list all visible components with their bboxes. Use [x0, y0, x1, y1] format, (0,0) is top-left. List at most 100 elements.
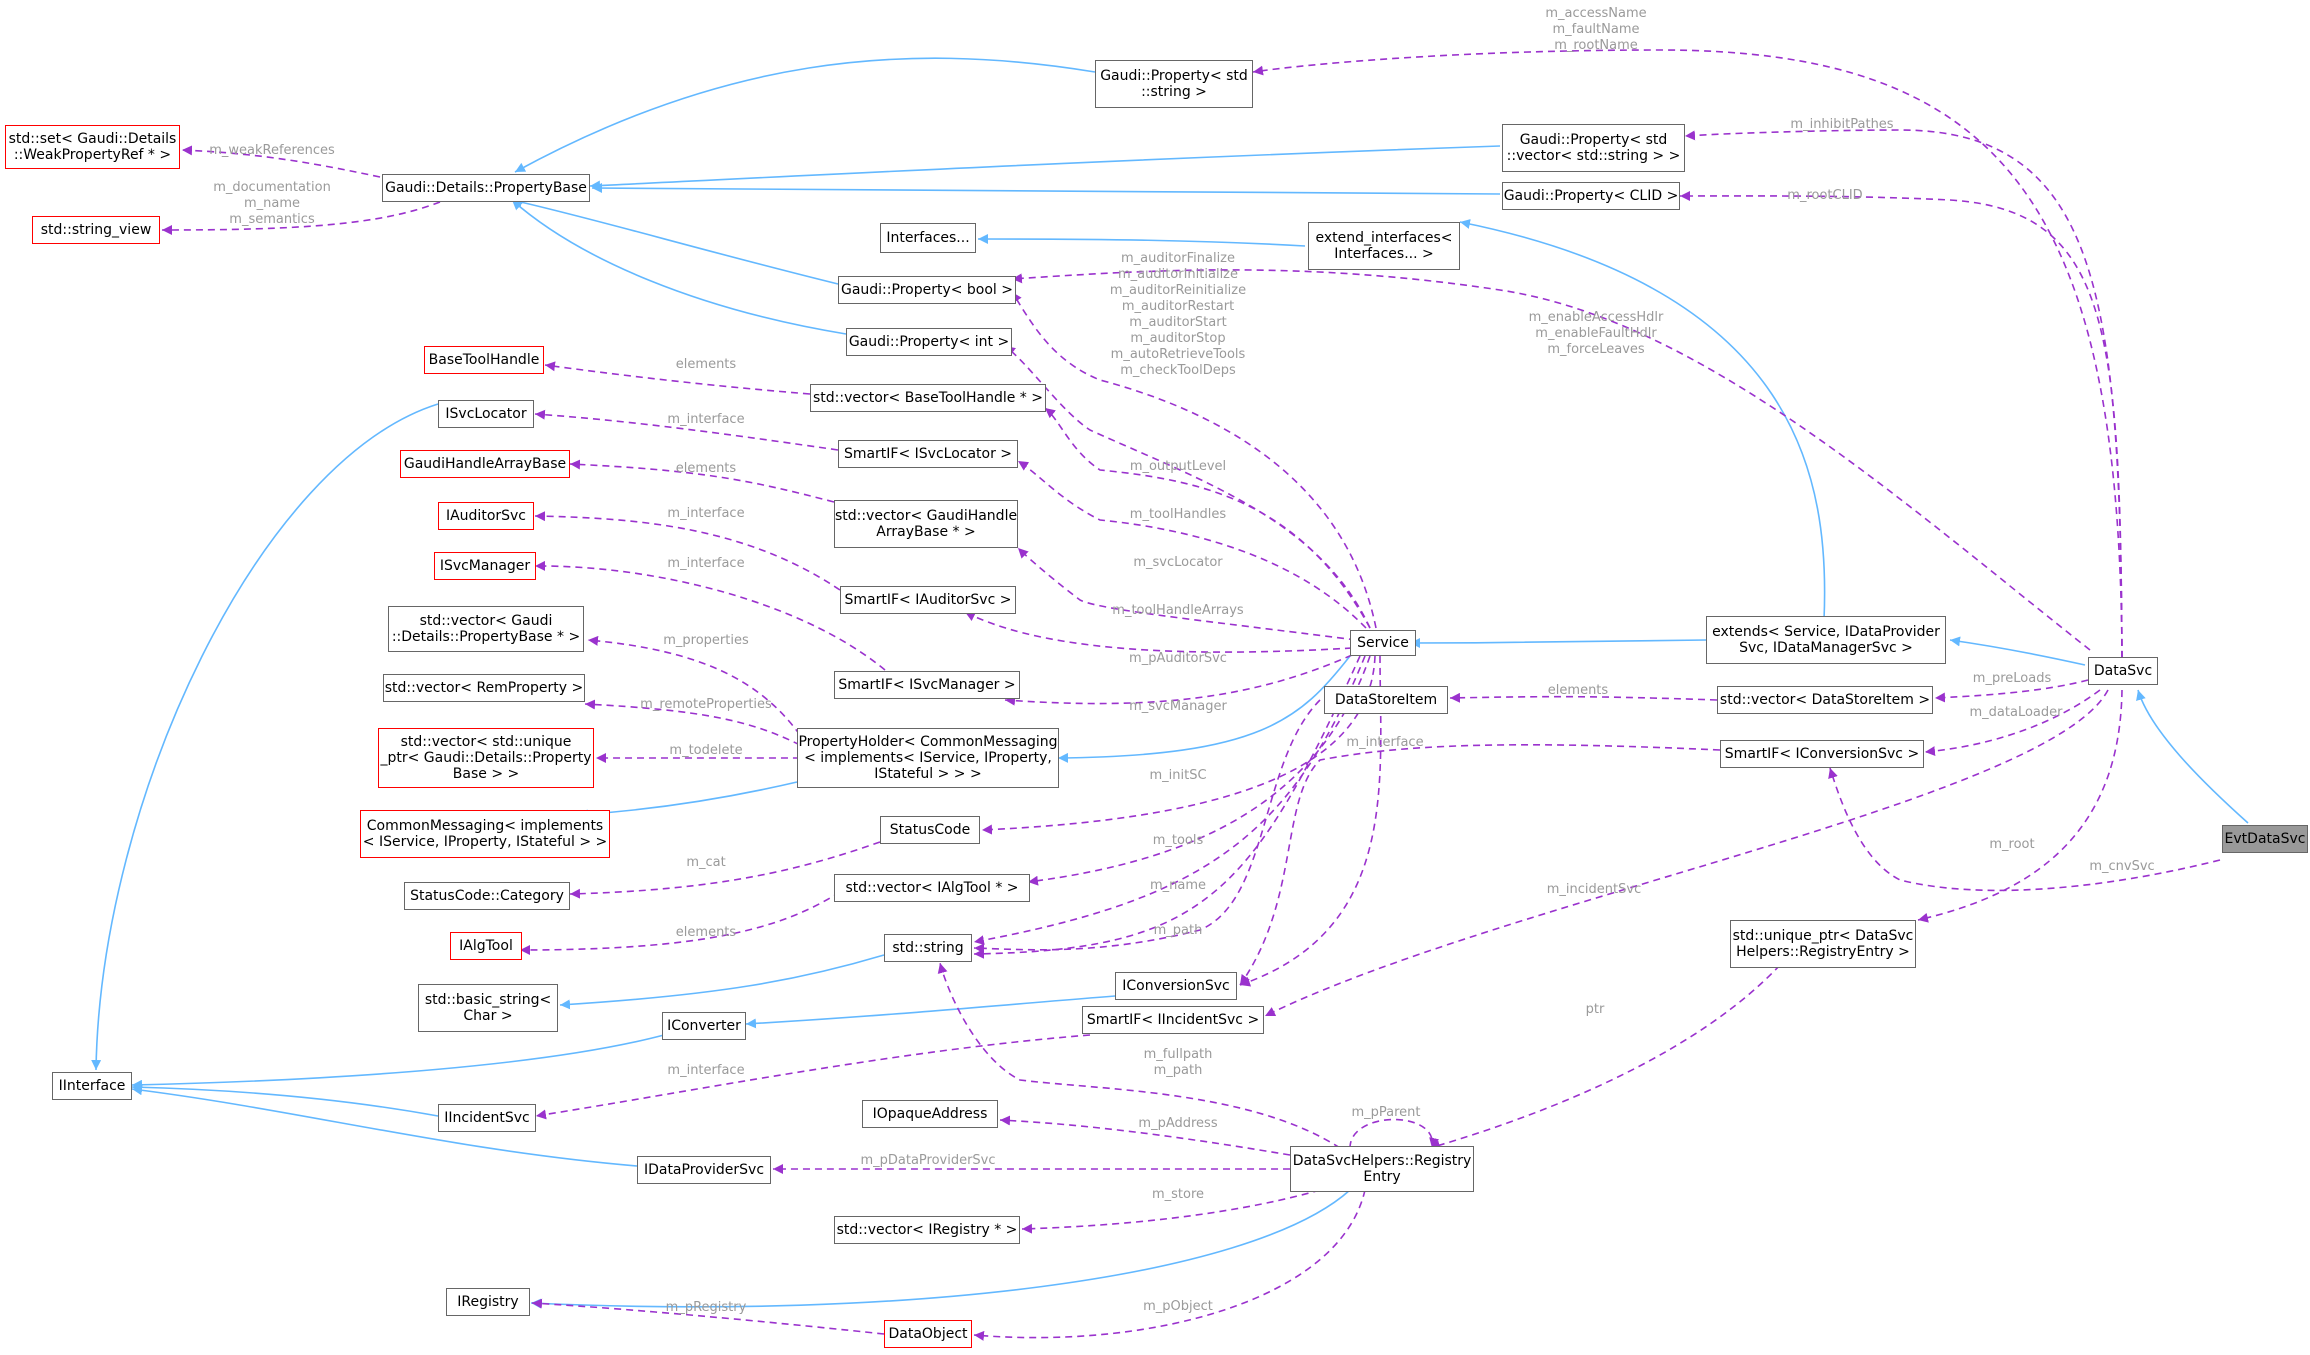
use-service-propbool — [1011, 291, 1377, 629]
use-vecgaudihandle-gaudihandlearraybase — [569, 459, 835, 503]
node-isvclocator[interactable]: ISvcLocator — [438, 400, 534, 428]
edge-label: m_weakReferences — [209, 143, 335, 158]
node-dataobject[interactable]: DataObject — [884, 1320, 972, 1348]
use-datasvc-vecdatastore — [1934, 679, 2089, 703]
node-commonmessaging[interactable]: CommonMessaging< implements < IService, … — [360, 810, 610, 858]
node-evtdatasvc[interactable]: EvtDataSvc — [2222, 825, 2308, 853]
node-iincidentsvc[interactable]: IIncidentSvc — [438, 1104, 536, 1132]
edge-label: m_svcLocator — [1133, 555, 1223, 570]
node-datastoreitem[interactable]: DataStoreItem — [1324, 686, 1448, 714]
node-prop-int[interactable]: Gaudi::Property< int > — [846, 328, 1012, 356]
edge-label: ptr — [1586, 1002, 1605, 1017]
inherit-extends-extendinterfaces — [1459, 219, 1826, 621]
inherit-propclid-propertybase — [591, 183, 1501, 195]
edge-label: m_pDataProviderSvc — [860, 1153, 995, 1168]
edge-label: elements — [676, 925, 737, 940]
node-statuscode[interactable]: StatusCode — [880, 816, 980, 844]
use-smartifauditor-iauditorsvc — [534, 511, 841, 591]
use-service-vecgaudihandle — [1017, 547, 1357, 641]
node-basic-string[interactable]: std::basic_string< Char > — [418, 984, 558, 1032]
node-iopaqueaddress[interactable]: IOpaqueAddress — [862, 1100, 998, 1128]
node-prop-clid[interactable]: Gaudi::Property< CLID > — [1502, 182, 1680, 210]
node-ialgtool[interactable]: IAlgTool — [450, 932, 522, 960]
node-propertybase[interactable]: Gaudi::Details::PropertyBase — [382, 174, 590, 202]
node-vec-gaudihandle[interactable]: std::vector< GaudiHandle ArrayBase * > — [834, 500, 1018, 548]
node-extends[interactable]: extends< Service, IDataProvider Svc, IDa… — [1706, 616, 1946, 664]
edge-label: m_remoteProperties — [640, 697, 772, 712]
node-smartif-iincidentsvc[interactable]: SmartIF< IIncidentSvc > — [1082, 1006, 1264, 1034]
edge-label: m_interface — [667, 556, 744, 571]
inherit-propstring-propertybase — [514, 57, 1096, 173]
use-propertybase-stringview — [161, 201, 441, 235]
inherit-extendinterfaces-interfaces — [977, 234, 1306, 247]
use-registryentry-stdstring — [937, 962, 1341, 1149]
edge-label: m_pParent — [1351, 1105, 1420, 1120]
node-vec-remproperty[interactable]: std::vector< RemProperty > — [383, 674, 585, 702]
use-propertyholder-vecpropertybase — [587, 635, 801, 736]
use-smartifincident-iincidentsvc — [535, 1034, 1091, 1120]
use-propertyholder-vecremproperty — [584, 699, 801, 746]
node-propertyholder[interactable]: PropertyHolder< CommonMessaging < implem… — [797, 728, 1059, 788]
inherit-datasvc-extends — [1949, 636, 2086, 666]
edge-label: m_root — [1989, 837, 2034, 852]
node-unique-ptr-registry[interactable]: std::unique_ptr< DataSvc Helpers::Regist… — [1730, 920, 1916, 968]
node-std-string[interactable]: std::string — [884, 934, 972, 962]
node-vec-ialgtool[interactable]: std::vector< IAlgTool * > — [834, 874, 1030, 902]
edge-label: m_outputLevel — [1130, 459, 1226, 474]
inherit-isvclocator-iinterface — [91, 403, 439, 1071]
node-set-weakref[interactable]: std::set< Gaudi::Details ::WeakPropertyR… — [5, 125, 180, 169]
node-vec-iregistry[interactable]: std::vector< IRegistry * > — [834, 1216, 1020, 1244]
inherit-idataprovidersvc-iinterface — [131, 1085, 638, 1167]
node-service[interactable]: Service — [1350, 630, 1416, 656]
edge-label: m_cnvSvc — [2089, 859, 2154, 874]
use-service-propint — [1004, 345, 1371, 629]
edge-label: m_store — [1152, 1187, 1204, 1202]
node-prop-string[interactable]: Gaudi::Property< std ::string > — [1095, 60, 1253, 108]
node-smartif-isvclocator[interactable]: SmartIF< ISvcLocator > — [838, 440, 1018, 468]
node-iauditorsvc[interactable]: IAuditorSvc — [438, 502, 534, 530]
use-statuscode-category — [569, 841, 881, 899]
inherit-propvecstring-propertybase — [589, 145, 1501, 191]
node-prop-bool[interactable]: Gaudi::Property< bool > — [838, 276, 1016, 304]
node-vec-unique-ptr[interactable]: std::vector< std::unique _ptr< Gaudi::De… — [378, 728, 594, 788]
use-vecbasetool-basetoolhandle — [544, 361, 811, 395]
node-extend-interfaces[interactable]: extend_interfaces< Interfaces... > — [1308, 222, 1460, 270]
node-isvcmanager[interactable]: ISvcManager — [434, 552, 536, 580]
edge-label: m_pRegistry — [666, 1300, 747, 1315]
node-registryentry[interactable]: DataSvcHelpers::Registry Entry — [1290, 1146, 1474, 1192]
use-service-stdstring-name — [973, 655, 1366, 946]
node-iconverter[interactable]: IConverter — [662, 1012, 746, 1040]
edge-label: m_interface — [1346, 735, 1423, 750]
node-vec-datastoreitem[interactable]: std::vector< DataStoreItem > — [1717, 686, 1933, 714]
node-idataprovidersvc[interactable]: IDataProviderSvc — [637, 1156, 771, 1184]
node-iinterface[interactable]: IInterface — [52, 1072, 132, 1100]
node-string-view[interactable]: std::string_view — [32, 216, 160, 244]
edge-label: elements — [1548, 683, 1609, 698]
edge-label: m_toolHandles — [1130, 507, 1227, 522]
node-smartif-isvcmanager[interactable]: SmartIF< ISvcManager > — [834, 671, 1020, 699]
node-prop-vecstring[interactable]: Gaudi::Property< std ::vector< std::stri… — [1502, 124, 1685, 172]
node-smartif-iauditorsvc[interactable]: SmartIF< IAuditorSvc > — [840, 586, 1016, 614]
edge-label: m_todelete — [669, 743, 742, 758]
inherit-iincidentsvc-iinterface — [131, 1082, 439, 1117]
node-vec-propertybase[interactable]: std::vector< Gaudi ::Details::PropertyBa… — [388, 606, 584, 652]
node-datasvc[interactable]: DataSvc — [2088, 657, 2158, 685]
node-statuscode-category[interactable]: StatusCode::Category — [404, 882, 570, 910]
node-basetoolhandle[interactable]: BaseToolHandle — [424, 346, 544, 374]
node-vec-basetoolhandle[interactable]: std::vector< BaseToolHandle * > — [810, 384, 1046, 412]
node-gaudihandlearraybase[interactable]: GaudiHandleArrayBase — [400, 450, 570, 478]
node-interfaces[interactable]: Interfaces... — [880, 223, 976, 253]
inherit-stdstring-basicstring — [559, 954, 885, 1010]
use-propertybase-setweakref — [181, 145, 381, 178]
edge-label: m_properties — [663, 633, 749, 648]
use-service-vecialgtool — [1027, 655, 1371, 886]
node-iconversionsvc[interactable]: IConversionSvc — [1115, 972, 1237, 1000]
use-datasvc-propstring — [1252, 49, 2123, 659]
node-smartif-iconversionsvc[interactable]: SmartIF< IConversionSvc > — [1720, 740, 1924, 768]
use-service-smartifauditor — [964, 611, 1353, 653]
node-iregistry[interactable]: IRegistry — [446, 1288, 530, 1316]
